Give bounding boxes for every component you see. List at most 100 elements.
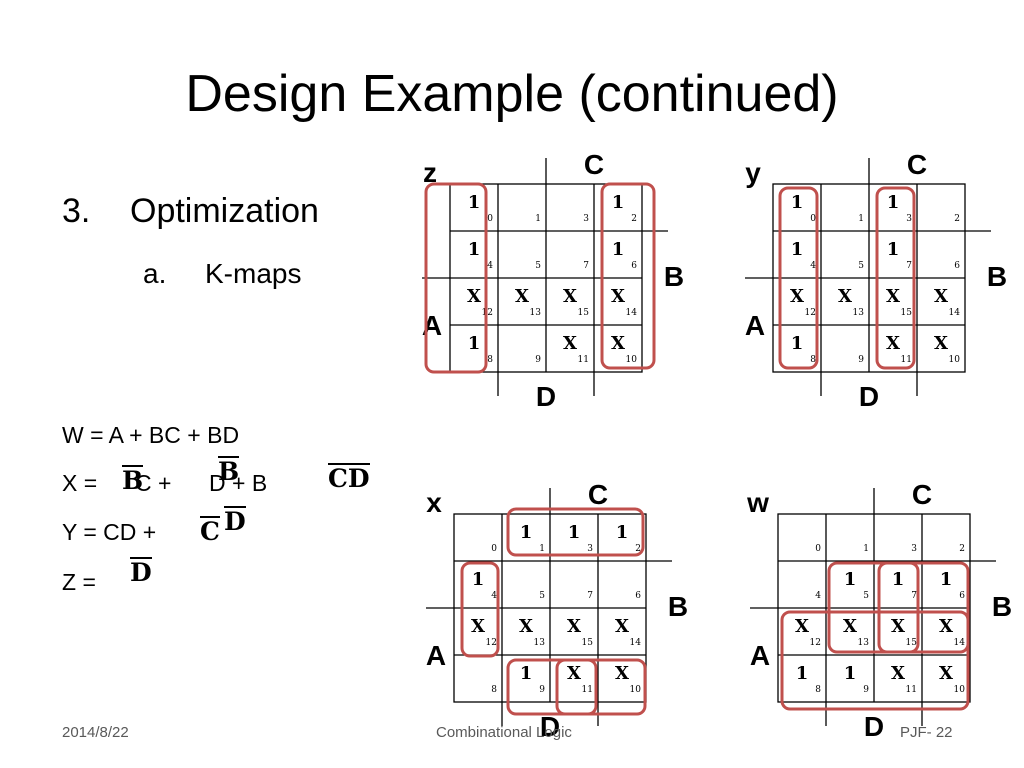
- slide-title: Design Example (continued): [185, 65, 839, 123]
- kmap-cell-index: 6: [959, 591, 965, 601]
- kmap-cell-index: 3: [587, 544, 593, 554]
- kmap-var-c: C: [912, 479, 932, 510]
- kmap-cell-value: 1: [791, 192, 804, 213]
- kmap-output-label: y: [745, 157, 761, 188]
- kmap-cell-value: X: [790, 286, 804, 307]
- kmap-cell-value: X: [515, 286, 529, 307]
- kmap-cell-index: 14: [949, 308, 961, 318]
- kmap-cell-index: 9: [535, 355, 541, 365]
- kmap-cell-index: 9: [863, 685, 869, 695]
- kmap-var-b: B: [664, 261, 684, 292]
- kmap-cell-index: 12: [805, 308, 816, 318]
- kmap-cell-value: 1: [468, 192, 481, 213]
- kmap-group-loop: [827, 561, 920, 654]
- kmap-cell-index: 11: [582, 685, 593, 695]
- kmap-cell-index: 7: [911, 591, 917, 601]
- kmap-cell-index: 1: [539, 544, 545, 554]
- kmap-var-c: C: [907, 149, 927, 180]
- kmap-cell-index: 0: [810, 214, 816, 224]
- kmap-cell-index: 13: [534, 638, 546, 648]
- kmap-output-label: z: [423, 157, 437, 188]
- kmap-cell-value: X: [838, 286, 852, 307]
- kmap-group-loop: [778, 186, 819, 370]
- kmap-var-c: C: [584, 149, 604, 180]
- kmap-cell-index: 0: [491, 544, 497, 554]
- kmap-cell-index: 12: [810, 638, 821, 648]
- kmap-cell-value: X: [886, 333, 900, 354]
- kmap-cell-value: 1: [468, 239, 481, 260]
- kmap-cell-index: 15: [582, 638, 594, 648]
- kmap-cell-value: X: [471, 616, 485, 637]
- kmap-cell-index: 10: [954, 685, 966, 695]
- kmap-var-b: B: [668, 591, 688, 622]
- kmap-var-a: A: [426, 640, 446, 671]
- kmap-cell-value: X: [567, 616, 581, 637]
- kmap-group-loop: [460, 561, 500, 658]
- kmap-cell-value: X: [891, 616, 905, 637]
- kmap-cell-value: X: [563, 286, 577, 307]
- kmap-cell-value: X: [891, 663, 905, 684]
- kmap-cell-value: 1: [472, 569, 485, 590]
- kmap-cell-index: 2: [959, 544, 965, 554]
- equation-z-prefix: Z =: [62, 569, 96, 595]
- kmap-cell-value: X: [519, 616, 533, 637]
- outline-number: 3.: [62, 192, 91, 230]
- kmap-group-loop: [555, 658, 647, 716]
- kmap-cell-value: X: [611, 333, 625, 354]
- kmap-var-d: D: [536, 381, 556, 412]
- kmap-cell-value: X: [563, 333, 577, 354]
- kmap-cell-index: 7: [906, 261, 912, 271]
- kmap-cell-index: 9: [539, 685, 545, 695]
- kmap-cell-value: 1: [887, 239, 900, 260]
- kmap-var-a: A: [750, 640, 770, 671]
- kmap-cell-value: 1: [612, 192, 625, 213]
- kmap-cell-index: 0: [487, 214, 493, 224]
- footer-date: 2014/8/22: [62, 724, 129, 741]
- kmap-cell-index: 4: [491, 591, 497, 601]
- outline-sub-item: K-maps: [205, 258, 302, 289]
- kmap-cell-index: 1: [535, 214, 541, 224]
- kmap-cell-index: 14: [630, 638, 642, 648]
- kmap-cell-index: 8: [815, 685, 821, 695]
- equation-y-d-bar: D: [224, 506, 246, 536]
- kmap-group-loop: [506, 507, 645, 557]
- kmap-cell-index: 7: [587, 591, 593, 601]
- kmap-output-label: x: [426, 487, 442, 518]
- equation-z-d-bar: D: [130, 557, 152, 587]
- equation-x-b-bar: B: [122, 465, 144, 495]
- kmap-var-d: D: [864, 711, 884, 742]
- equation-w: W = A + BC + BD: [62, 422, 240, 448]
- kmap-cell-index: 2: [954, 214, 960, 224]
- equation-x-cd-bar-d: D: [347, 463, 370, 493]
- footer-center: Combinational Logic: [436, 724, 572, 741]
- equation-x-b-bar-upper: B: [218, 456, 240, 486]
- kmap-group-loop: [875, 186, 916, 370]
- outline-item: Optimization: [130, 192, 319, 230]
- kmap-cell-index: 11: [578, 355, 589, 365]
- kmap-cell-value: 1: [791, 333, 804, 354]
- kmap-cell-index: 8: [491, 685, 497, 695]
- kmap-cell-value: X: [934, 286, 948, 307]
- kmap-cell-index: 10: [949, 355, 961, 365]
- kmap-cell-index: 15: [906, 638, 918, 648]
- kmap-cell-value: X: [886, 286, 900, 307]
- kmap-cell-index: 6: [635, 591, 641, 601]
- kmap-cell-index: 5: [863, 591, 869, 601]
- equation-x-cd-bar-c: C: [328, 463, 348, 493]
- kmap-cell-value: 1: [844, 569, 857, 590]
- kmap-cell-value: 1: [520, 522, 533, 543]
- kmap-cell-index: 3: [583, 214, 589, 224]
- kmap-cell-index: 11: [906, 685, 917, 695]
- kmap-cell-value: X: [939, 616, 953, 637]
- kmap-cell-index: 6: [631, 261, 637, 271]
- kmap-var-c: C: [588, 479, 608, 510]
- kmap-cell-index: 4: [487, 261, 493, 271]
- kmap-var-a: A: [745, 310, 765, 341]
- kmap-cell-index: 3: [906, 214, 912, 224]
- kmap-cell-value: 1: [887, 192, 900, 213]
- outline-sub-letter: a.: [143, 258, 167, 289]
- kmap-cell-index: 5: [858, 261, 864, 271]
